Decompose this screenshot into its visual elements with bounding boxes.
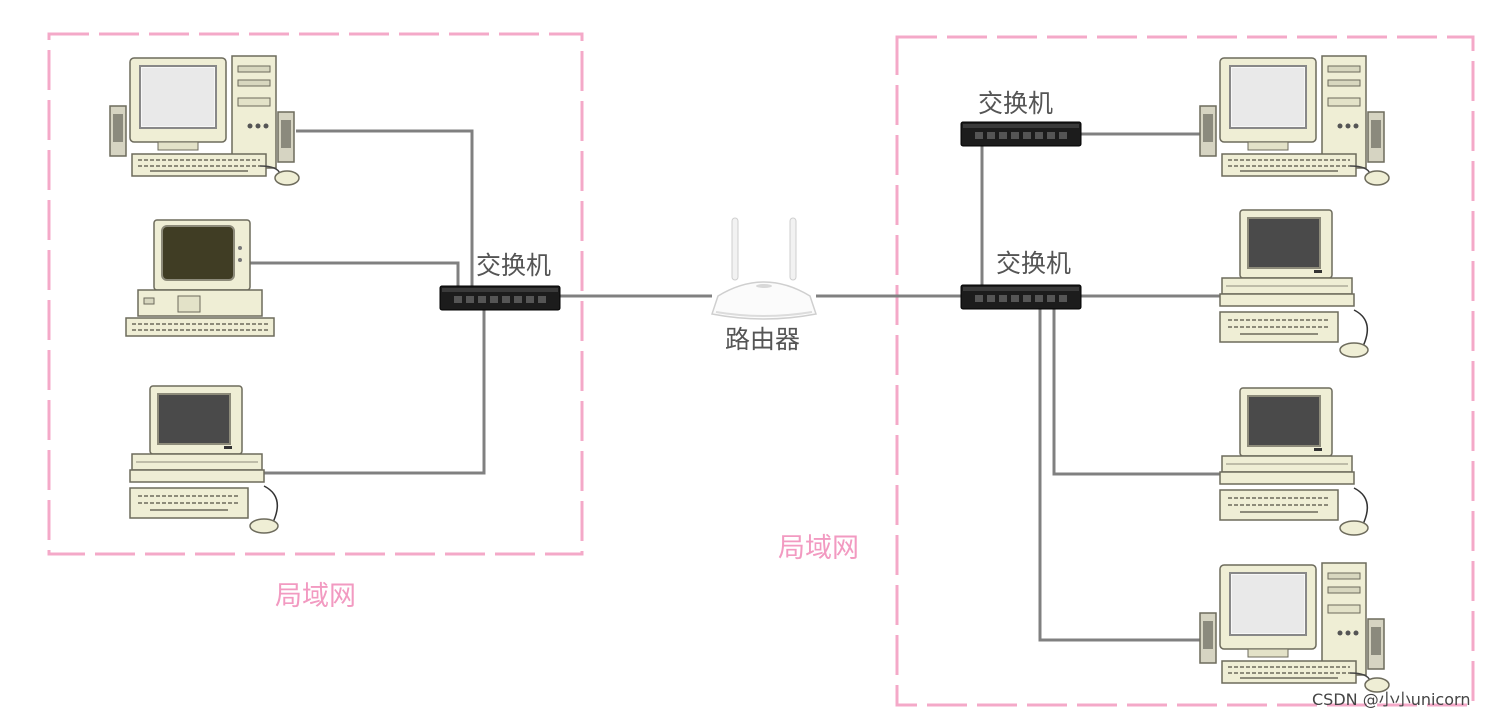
terminal-computer-icon bbox=[125, 219, 275, 337]
desktop-tower-computer-icon bbox=[1199, 55, 1390, 186]
switch-label-right-top: 交换机 bbox=[978, 89, 1053, 118]
desktop-tower-computer-icon bbox=[109, 55, 300, 186]
cable-switch-pc7 bbox=[1038, 306, 1202, 642]
network-switch-icon bbox=[439, 285, 561, 311]
network-cables bbox=[250, 129, 1222, 642]
switch-label-left: 交换机 bbox=[476, 251, 551, 280]
computer-icon bbox=[129, 385, 279, 534]
lan-label-right: 局域网 bbox=[778, 533, 859, 564]
network-switch-icon bbox=[960, 121, 1082, 147]
router-label: 路由器 bbox=[725, 325, 800, 354]
lan-boundary-left bbox=[47, 32, 584, 556]
cable-pc3-switch bbox=[262, 307, 486, 475]
lan-boundary-right bbox=[895, 35, 1475, 707]
watermark: CSDN @小小unicorn bbox=[1312, 690, 1470, 709]
cable-pc2-switch bbox=[250, 261, 460, 287]
lan-label-left: 局域网 bbox=[275, 581, 356, 612]
computer-icon bbox=[1219, 209, 1369, 358]
computer-icon bbox=[1219, 387, 1369, 536]
switch-label-right-bottom: 交换机 bbox=[996, 249, 1071, 278]
network-switch-icon bbox=[960, 284, 1082, 310]
wifi-router-icon bbox=[711, 217, 817, 320]
desktop-tower-computer-icon bbox=[1199, 562, 1390, 693]
cable-pc1-switch bbox=[296, 129, 474, 287]
cable-switch-pc6 bbox=[1052, 306, 1222, 476]
